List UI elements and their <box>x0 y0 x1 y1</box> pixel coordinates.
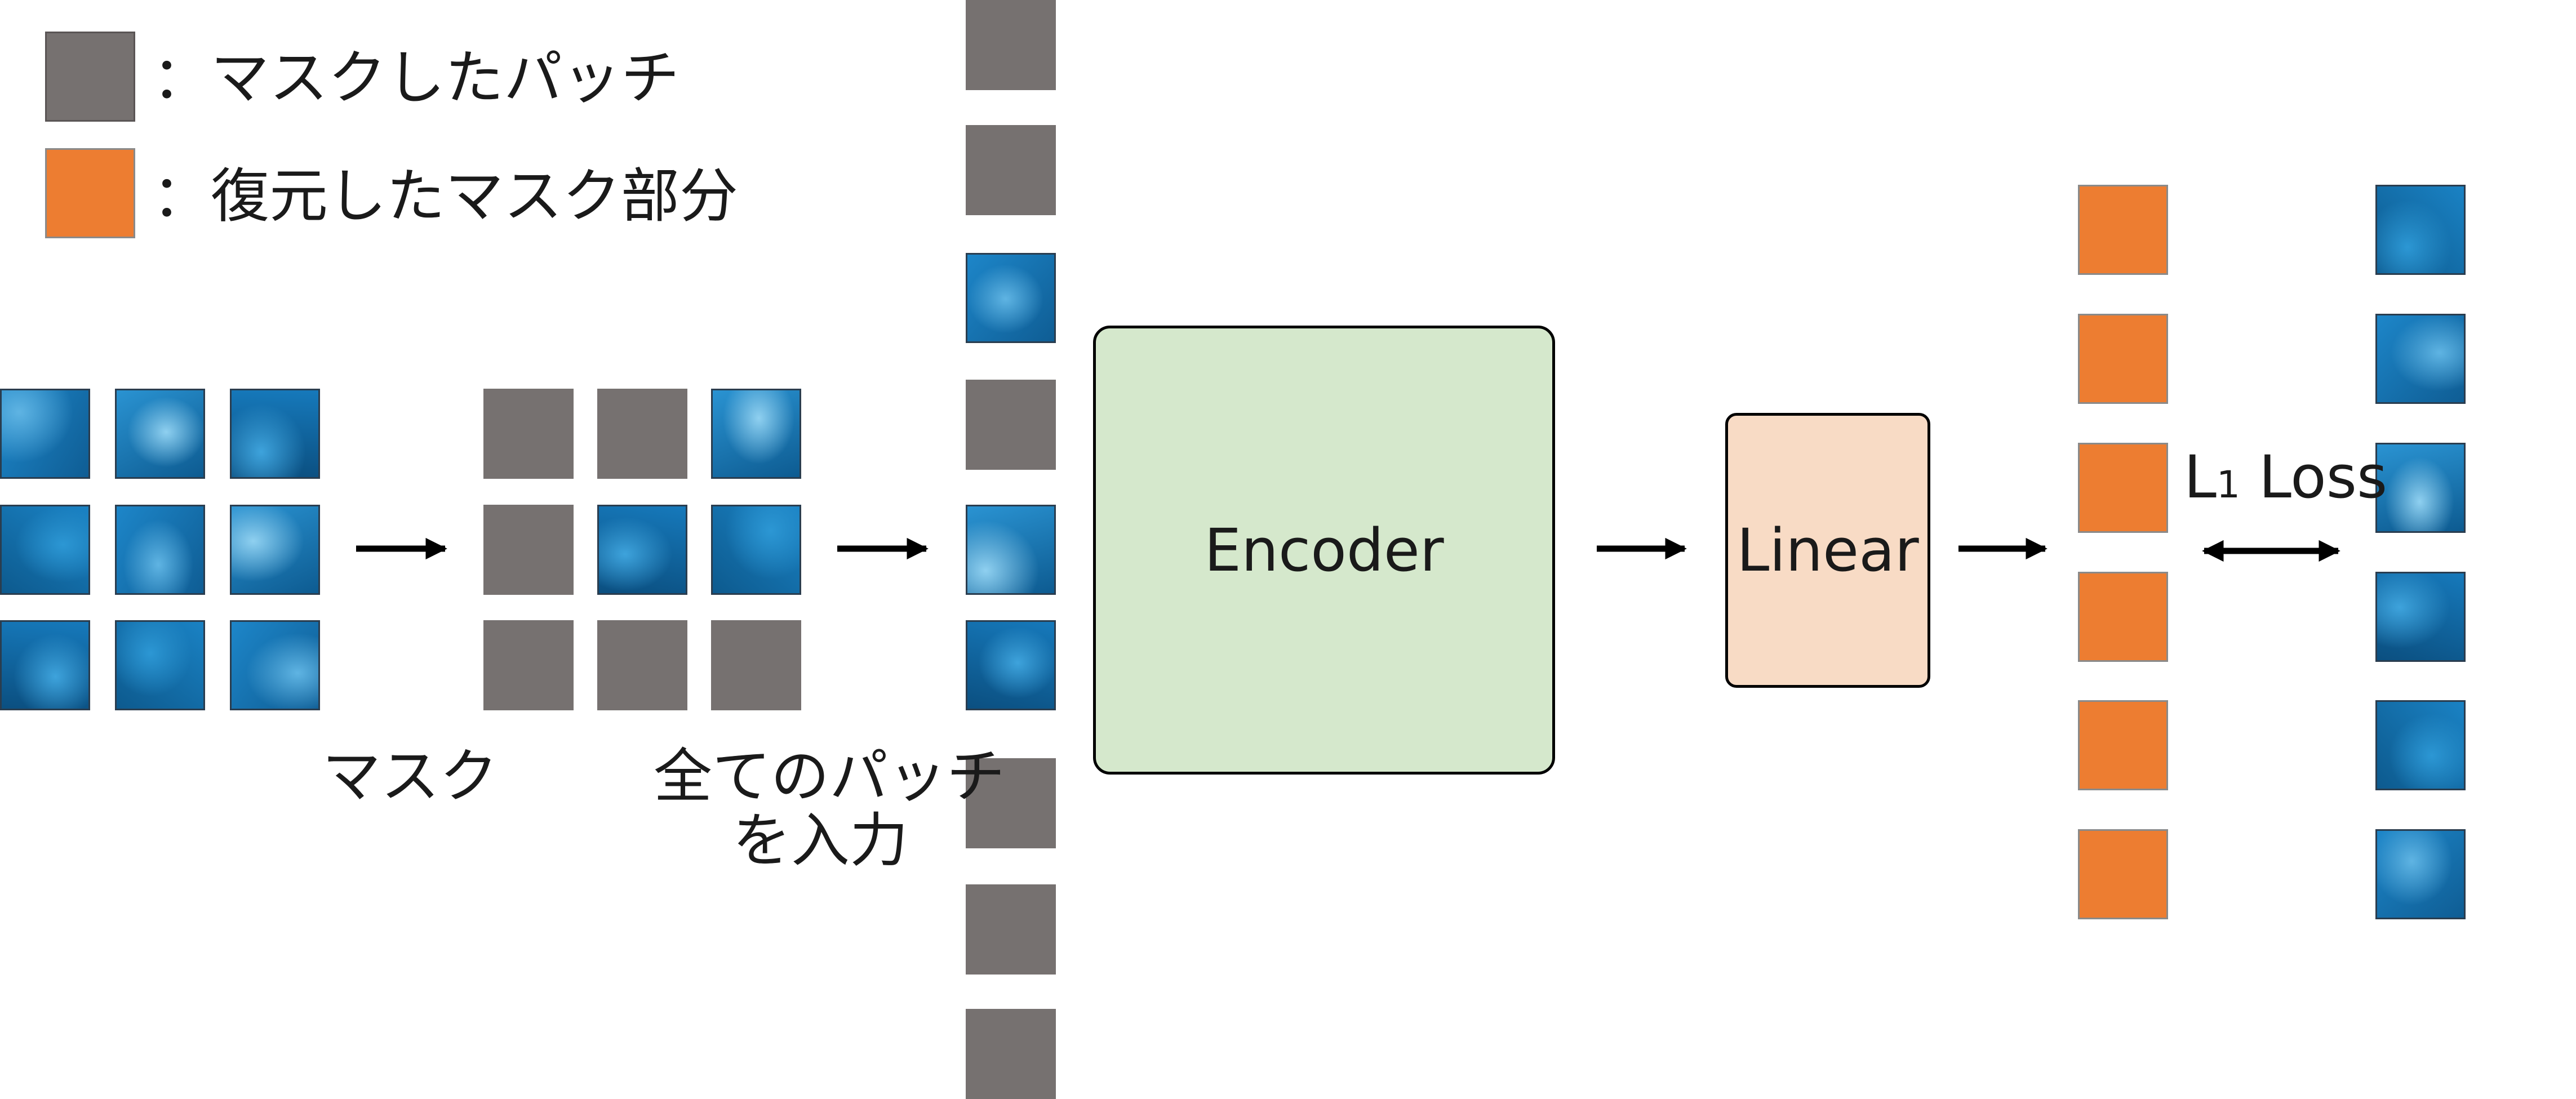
masked-patch <box>966 1009 1056 1099</box>
image-patch <box>115 505 205 595</box>
image-patch <box>230 389 320 479</box>
restored-patch <box>2078 443 2168 533</box>
restored-patch <box>2078 572 2168 662</box>
image-patch <box>966 253 1056 343</box>
legend-masked-swatch <box>45 32 135 122</box>
loss-subscript: 1 <box>2216 463 2240 506</box>
image-patch <box>2375 572 2466 662</box>
masked-patch <box>483 620 574 710</box>
image-patch <box>230 505 320 595</box>
masked-patch <box>966 125 1056 215</box>
masked-patch <box>597 620 687 710</box>
image-patch <box>2375 829 2466 919</box>
mask-step-label: マスク <box>322 742 499 811</box>
image-patch <box>2375 700 2466 790</box>
masked-patch <box>966 380 1056 470</box>
legend-masked-label: ：マスクしたパッチ <box>152 43 680 112</box>
linear-block: Linear <box>1725 413 1930 688</box>
image-patch <box>2375 185 2466 275</box>
masked-patch <box>966 758 1056 848</box>
input-step-label-line1: 全てのパッチ <box>654 742 1006 811</box>
image-patch <box>0 620 90 710</box>
loss-prefix: L <box>2184 443 2217 511</box>
restored-patch <box>2078 700 2168 790</box>
masked-patch <box>483 505 574 595</box>
loss-suffix: Loss <box>2240 443 2388 511</box>
image-patch <box>230 620 320 710</box>
restored-patch <box>2078 185 2168 275</box>
encoder-label: Encoder <box>1204 515 1444 585</box>
image-patch <box>597 505 687 595</box>
legend-restored-label: ：復元したマスク部分 <box>152 162 739 230</box>
image-patch <box>711 389 801 479</box>
image-patch <box>115 389 205 479</box>
restored-patch <box>2078 829 2168 919</box>
encoder-block: Encoder <box>1093 326 1555 775</box>
image-patch <box>711 505 801 595</box>
masked-patch <box>597 389 687 479</box>
image-patch <box>0 505 90 595</box>
masked-patch <box>483 389 574 479</box>
image-patch <box>115 620 205 710</box>
image-patch <box>2375 443 2466 533</box>
l1-loss-label: L1 Loss <box>2184 448 2387 506</box>
image-patch <box>2375 314 2466 404</box>
image-patch <box>966 505 1056 595</box>
masked-patch <box>711 620 801 710</box>
image-patch <box>0 389 90 479</box>
image-patch <box>966 620 1056 710</box>
input-step-label-line2: を入力 <box>732 806 909 875</box>
restored-patch <box>2078 314 2168 404</box>
linear-label: Linear <box>1736 516 1919 585</box>
masked-patch <box>966 0 1056 90</box>
masked-patch <box>966 884 1056 975</box>
legend-restored-swatch <box>45 148 135 238</box>
